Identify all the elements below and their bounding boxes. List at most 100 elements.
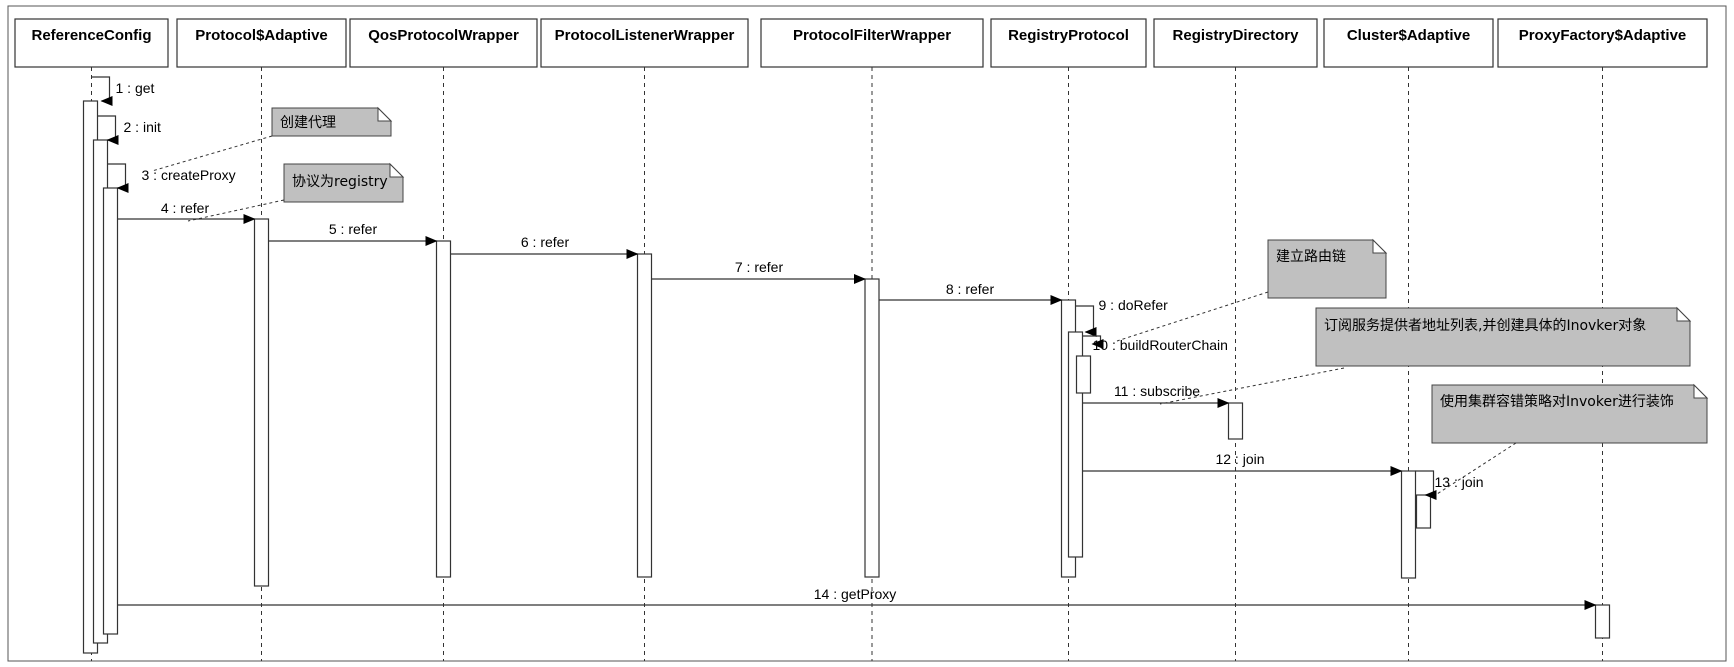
message-m8: 8 : refer	[879, 281, 1063, 305]
participant-cluster: Cluster$Adaptive	[1323, 18, 1494, 68]
activation-bar-cluster	[1415, 494, 1432, 529]
participant-label: Protocol$Adaptive	[195, 27, 328, 44]
activation-bar-protoadapt	[253, 218, 270, 587]
message-m13: 13 : join	[1415, 470, 1484, 500]
participant-box	[14, 18, 169, 68]
note-connector	[1436, 442, 1517, 495]
activation-bar-listener	[636, 253, 653, 578]
participant-label: ReferenceConfig	[31, 27, 151, 44]
message-label: 12 : join	[1215, 451, 1264, 467]
self-message-arrow	[91, 76, 113, 106]
participant-label: RegistryProtocol	[1008, 27, 1129, 44]
note-text: 协议为registry	[292, 174, 388, 190]
note-fold	[1693, 383, 1709, 399]
message-m6: 6 : refer	[450, 234, 639, 259]
note-fold	[389, 162, 405, 178]
message-m12: 12 : join	[1082, 451, 1403, 476]
activations	[82, 100, 1611, 654]
participant-box	[1497, 18, 1708, 68]
message-label: 5 : refer	[329, 221, 378, 237]
diagram-frame	[7, 5, 1727, 662]
participant-qos: QosProtocolWrapper	[349, 18, 538, 68]
participant-box	[540, 18, 749, 68]
participant-box	[1323, 18, 1494, 68]
note-fold	[377, 106, 393, 122]
participant-label: ProtocolFilterWrapper	[793, 27, 951, 44]
note-text: 创建代理	[280, 115, 336, 131]
note-connector	[1159, 367, 1345, 405]
activation-bar-refcfg	[102, 187, 119, 635]
note-connector	[1116, 291, 1269, 342]
message-m11: 11 : subscribe	[1082, 383, 1230, 408]
note-text: 订阅服务提供者地址列表,并创建具体的Inovker对象	[1324, 318, 1646, 334]
message-label: 14 : getProxy	[814, 586, 897, 602]
message-m7: 7 : refer	[651, 259, 866, 284]
note-fold	[1676, 306, 1692, 322]
message-m1: 1 : get	[91, 76, 155, 106]
participant-label: ProtocolListenerWrapper	[555, 27, 735, 44]
participants: ReferenceConfig Protocol$Adaptive QosProto…	[14, 18, 1708, 68]
self-message-arrow	[1075, 305, 1097, 337]
message-label: 9 : doRefer	[1099, 297, 1169, 313]
activation-bar-regdir	[1227, 402, 1244, 440]
note-n2: 协议为registry	[187, 162, 405, 222]
participant-label: QosProtocolWrapper	[368, 27, 519, 44]
participant-box	[990, 18, 1147, 68]
message-label: 4 : refer	[161, 200, 210, 216]
message-m5: 5 : refer	[268, 221, 438, 246]
activation-bar-filter	[864, 278, 880, 578]
message-m9: 9 : doRefer	[1075, 297, 1169, 337]
note-connector	[187, 199, 285, 222]
message-label: 7 : refer	[735, 259, 784, 275]
self-message-arrow	[1082, 335, 1104, 349]
participant-box	[760, 18, 984, 68]
message-m3: 3 : createProxy	[107, 163, 236, 193]
message-label: 10 : buildRouterChain	[1093, 337, 1228, 353]
message-label: 6 : refer	[521, 234, 570, 250]
participant-label: Cluster$Adaptive	[1347, 27, 1470, 44]
activation-bar-registry	[1075, 355, 1092, 394]
participant-regdir: RegistryDirectory	[1153, 18, 1318, 68]
note-n4: 订阅服务提供者地址列表,并创建具体的Inovker对象	[1159, 306, 1692, 405]
message-label: 3 : createProxy	[142, 167, 236, 183]
participant-box	[176, 18, 347, 68]
note-box	[1315, 307, 1691, 367]
participant-proxyfac: ProxyFactory$Adaptive	[1497, 18, 1708, 68]
participant-registry: RegistryProtocol	[990, 18, 1147, 68]
participant-box	[1153, 18, 1318, 68]
note-n5: 使用集群容错策略对Invoker进行装饰	[1431, 383, 1709, 495]
note-fold	[1372, 238, 1388, 254]
activation-bar-proxyfac	[1594, 604, 1611, 639]
participant-listener: ProtocolListenerWrapper	[540, 18, 749, 68]
self-message-arrow	[1415, 470, 1437, 500]
message-label: 2 : init	[124, 119, 161, 135]
participant-refcfg: ReferenceConfig	[14, 18, 169, 68]
message-label: 13 : join	[1435, 474, 1484, 490]
note-text: 使用集群容错策略对Invoker进行装饰	[1440, 393, 1674, 410]
note-text: 建立路由链	[1276, 249, 1346, 265]
note-box	[271, 107, 392, 137]
participant-filter: ProtocolFilterWrapper	[760, 18, 984, 68]
note-connector	[151, 135, 273, 172]
note-n3: 建立路由链	[1116, 238, 1388, 342]
self-message-arrow	[107, 163, 129, 193]
note-box	[283, 163, 404, 203]
participant-label: ProxyFactory$Adaptive	[1519, 27, 1687, 44]
message-m4: 4 : refer	[117, 200, 256, 224]
participant-label: RegistryDirectory	[1173, 27, 1300, 44]
message-m10: 10 : buildRouterChain	[1082, 335, 1228, 353]
activation-bar-qos	[435, 240, 452, 578]
message-m14: 14 : getProxy	[117, 586, 1597, 610]
message-label: 8 : refer	[946, 281, 995, 297]
activation-bar-cluster	[1400, 470, 1417, 579]
message-label: 11 : subscribe	[1114, 383, 1200, 399]
messages: 1 : get 2 : init 3 : createProxy 9 : doRefe…	[91, 76, 1597, 610]
message-label: 1 : get	[116, 80, 155, 96]
participant-protoadapt: Protocol$Adaptive	[176, 18, 347, 68]
message-m2: 2 : init	[97, 115, 161, 145]
participant-box	[349, 18, 538, 68]
note-box	[1267, 239, 1387, 299]
note-n1: 创建代理	[151, 106, 393, 172]
